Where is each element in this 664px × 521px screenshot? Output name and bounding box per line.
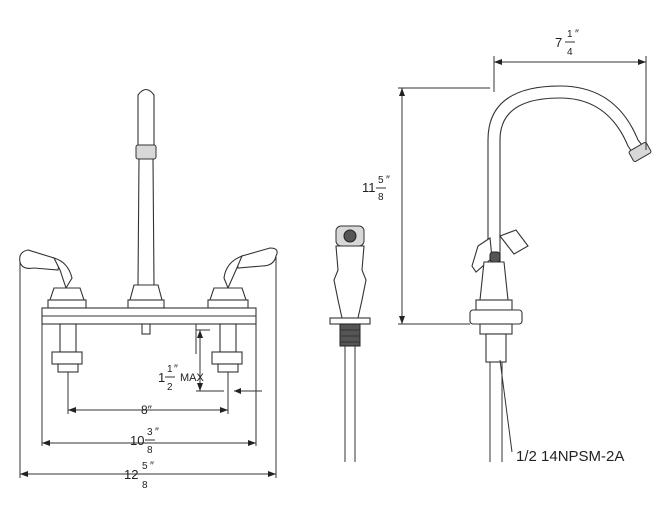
- svg-text:8: 8: [142, 480, 148, 491]
- svg-text:8: 8: [147, 445, 153, 456]
- svg-text:1: 1: [567, 29, 573, 40]
- svg-text:5: 5: [378, 175, 384, 186]
- dim-deck-thickness: 1 1 2 ″ MAX: [158, 363, 205, 393]
- svg-text:″: ″: [155, 426, 159, 438]
- svg-text:″: ″: [174, 363, 178, 375]
- svg-text:5: 5: [142, 461, 148, 472]
- thread-spec-label: 1/2 14NPSM-2A: [516, 448, 624, 465]
- svg-text:8″: 8″: [141, 403, 153, 417]
- svg-text:1: 1: [158, 370, 165, 385]
- svg-text:3: 3: [147, 427, 153, 438]
- svg-text:12: 12: [124, 467, 138, 482]
- sprayer-view: [329, 225, 371, 462]
- svg-text:2: 2: [167, 382, 173, 393]
- svg-text:″: ″: [386, 174, 390, 186]
- svg-text:″: ″: [575, 28, 579, 40]
- svg-text:1: 1: [167, 364, 173, 375]
- svg-text:10: 10: [130, 433, 144, 448]
- svg-text:4: 4: [567, 47, 573, 58]
- svg-text:″: ″: [150, 460, 154, 472]
- front-view: [19, 88, 278, 478]
- side-view: [398, 56, 652, 462]
- svg-text:MAX: MAX: [180, 372, 205, 384]
- dim-overall-width: 12 5 8 ″: [124, 460, 154, 491]
- svg-text:11: 11: [362, 180, 376, 195]
- dim-spout-reach: 7 1 4 ″: [555, 28, 579, 58]
- svg-text:7: 7: [555, 35, 562, 50]
- dim-spout-height: 11 5 8 ″: [362, 174, 390, 203]
- svg-text:8: 8: [378, 192, 384, 203]
- dim-base-width: 10 3 8 ″: [130, 426, 159, 456]
- dim-center-spacing: 8″: [141, 403, 153, 417]
